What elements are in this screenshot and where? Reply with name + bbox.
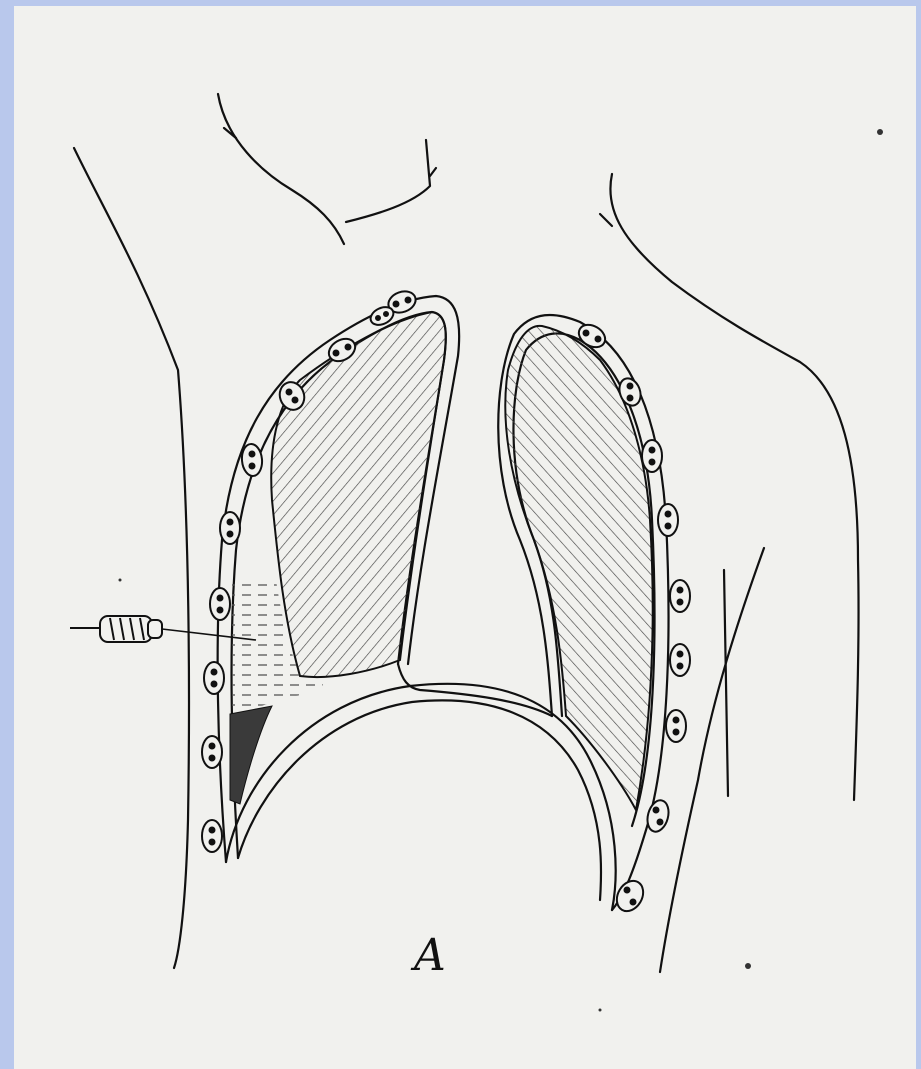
rib-right-8 xyxy=(644,798,672,834)
print-specks xyxy=(119,129,884,1012)
panel-letter: A xyxy=(410,930,446,981)
rib-right-9 xyxy=(612,876,649,916)
rib-left-6 xyxy=(220,512,240,544)
body-left-outline xyxy=(74,148,189,968)
mediastinum-junction xyxy=(398,664,552,716)
right-arm-inner-line xyxy=(724,570,728,796)
rib-left-7 xyxy=(210,588,230,620)
neck-right-tick xyxy=(430,168,436,176)
rib-right-7 xyxy=(666,710,686,742)
right-shoulder-tick xyxy=(600,214,612,226)
neck-left-line xyxy=(218,94,344,244)
rib-left-8 xyxy=(204,662,224,694)
rib-right-5 xyxy=(670,580,690,612)
neck-right-line xyxy=(346,140,430,222)
diaphragm-outer xyxy=(226,684,616,910)
rib-right-6 xyxy=(670,644,690,676)
rib-left-10 xyxy=(202,820,222,852)
syringe xyxy=(70,616,256,642)
rib-right-3 xyxy=(642,440,662,472)
diaphragm-inner xyxy=(238,700,601,900)
pleural-effusion-sediment xyxy=(230,706,272,804)
rib-left-9 xyxy=(202,736,222,768)
rib-right-4 xyxy=(658,504,678,536)
rib-left-5 xyxy=(241,443,264,477)
